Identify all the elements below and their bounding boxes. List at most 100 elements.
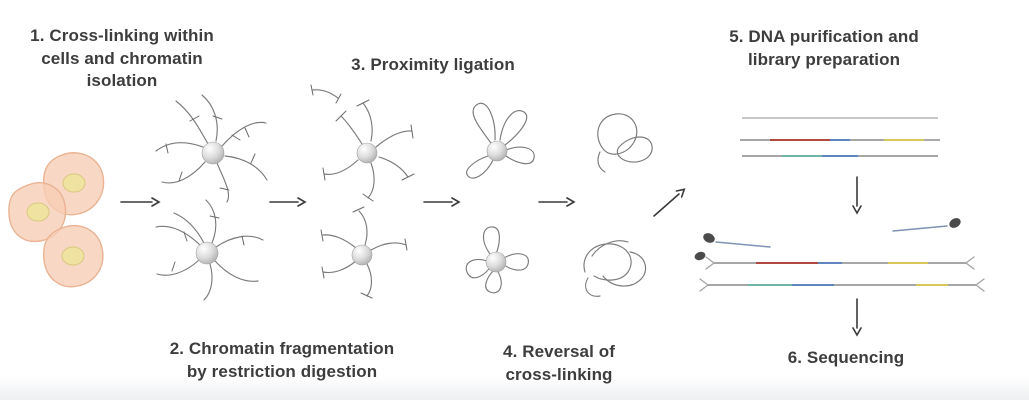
chromatin-fragmented-colored xyxy=(320,206,408,299)
crosslink-tick xyxy=(178,171,183,182)
cut-end-tick xyxy=(310,84,314,96)
chromatin-strand xyxy=(215,235,264,248)
cut-end-tick xyxy=(360,292,373,299)
chromatin-fragment xyxy=(340,115,363,145)
crosslink-tick xyxy=(183,231,188,242)
sequencing-adapter-blob xyxy=(949,218,961,228)
chromatin-crosslinked-colored xyxy=(155,199,264,301)
chromatin-fragment xyxy=(322,260,357,274)
cut-end-tick xyxy=(401,173,415,181)
free-loop xyxy=(597,151,606,173)
cut-end-tick xyxy=(335,110,347,122)
adapter-fork xyxy=(965,256,975,270)
adapter-arm xyxy=(715,241,771,248)
chromatin-fragment xyxy=(322,234,357,249)
chromatin-crosslinked xyxy=(155,94,268,203)
arrow-step4-to-step5 xyxy=(653,188,686,217)
chromatin-strand xyxy=(221,121,267,147)
sequencing-adapter-blob xyxy=(694,251,706,261)
chromatin-strand xyxy=(156,259,200,276)
ligated-chromatin xyxy=(466,102,535,179)
chromatin-fragmented xyxy=(310,84,415,202)
chromatin-strand xyxy=(205,199,217,244)
chromatin-fragment xyxy=(323,159,359,175)
cut-end-tick xyxy=(410,124,414,139)
crosslink-tick xyxy=(231,134,241,141)
ligated-loop xyxy=(465,258,492,279)
cut-end-tick xyxy=(352,206,365,213)
free-loop xyxy=(583,243,632,281)
adapter-arm xyxy=(892,225,948,232)
crosslink-tick xyxy=(212,115,223,120)
ligated-loop xyxy=(499,110,528,146)
ligated-loop xyxy=(485,269,502,294)
released-loops-colored xyxy=(583,240,647,297)
protein-complex-sphere xyxy=(201,141,225,165)
ligated-loop xyxy=(466,155,494,179)
step-6-label: 6. Sequencing xyxy=(787,348,905,367)
crosslink-tick xyxy=(244,127,250,138)
free-loop xyxy=(585,277,601,297)
cell-nucleus xyxy=(26,202,50,222)
protein-complex-sphere xyxy=(486,140,508,162)
cut-end-tick xyxy=(320,229,324,242)
chromatin-fragment xyxy=(312,89,339,99)
chromatin-fragment xyxy=(358,210,368,246)
step-2-label: 2. Chromatin fragmentation by restrictio… xyxy=(169,339,395,381)
adapter-fork xyxy=(699,278,709,292)
chromatin-fragment xyxy=(378,156,409,178)
cell-nucleus xyxy=(61,246,85,266)
step-3-label: 3. Proximity ligation xyxy=(351,55,515,74)
cut-end-tick xyxy=(362,193,374,202)
cut-end-tick xyxy=(356,99,370,107)
cut-end-tick xyxy=(321,266,325,279)
free-loop xyxy=(597,113,638,155)
step-5-label: 5. DNA purification and library preparat… xyxy=(729,27,919,69)
ligated-loop xyxy=(502,253,529,271)
chromatin-strand xyxy=(203,263,213,301)
protein-complex-sphere xyxy=(351,244,373,266)
cells-illustration xyxy=(8,152,105,288)
chromatin-strand xyxy=(216,162,230,203)
chromatin-strand xyxy=(161,161,206,184)
cut-end-tick xyxy=(322,167,326,181)
step-1-label: 1. Cross-linking within cells and chroma… xyxy=(30,26,214,91)
sequencing-adapter-blob xyxy=(703,233,715,243)
ligated-loop xyxy=(483,226,500,255)
cell-nucleus xyxy=(62,173,86,193)
chromatin-strand xyxy=(201,94,218,142)
chromatin-fragment xyxy=(370,242,407,251)
chromatin-strand xyxy=(173,212,205,244)
ligated-chromatin-colored xyxy=(465,226,529,294)
chromatin-fragment xyxy=(367,162,375,199)
chromatin-fragment xyxy=(375,130,413,148)
chromatin-strand xyxy=(155,225,202,247)
crosslink-tick xyxy=(241,235,245,246)
crosslink-tick xyxy=(219,187,230,191)
library-fragments xyxy=(694,218,985,292)
protein-complex-sphere xyxy=(195,241,219,265)
cut-end-tick xyxy=(335,93,342,104)
protein-complex-sphere xyxy=(485,251,507,273)
crosslink-tick xyxy=(165,143,169,154)
crosslink-tick xyxy=(189,115,200,122)
released-loops xyxy=(597,113,653,173)
chromatin-fragment xyxy=(366,263,373,297)
crosslink-tick xyxy=(171,261,176,272)
flow-arrows xyxy=(120,176,862,337)
free-loop xyxy=(591,240,629,257)
protein-complex-sphere xyxy=(356,142,378,164)
purified-dna-fragments xyxy=(740,117,940,157)
crosslink-tick xyxy=(209,215,220,219)
step-4-label: 4. Reversal of cross-linking xyxy=(503,342,615,384)
ligated-loop xyxy=(472,102,496,144)
free-loop xyxy=(602,251,647,287)
chromatin-fragment xyxy=(362,102,373,142)
chromatin-strand xyxy=(155,142,204,152)
chromatin-strand xyxy=(214,260,259,282)
cut-end-tick xyxy=(404,238,408,251)
free-loop xyxy=(616,136,653,163)
crosslink-tick xyxy=(250,153,256,164)
